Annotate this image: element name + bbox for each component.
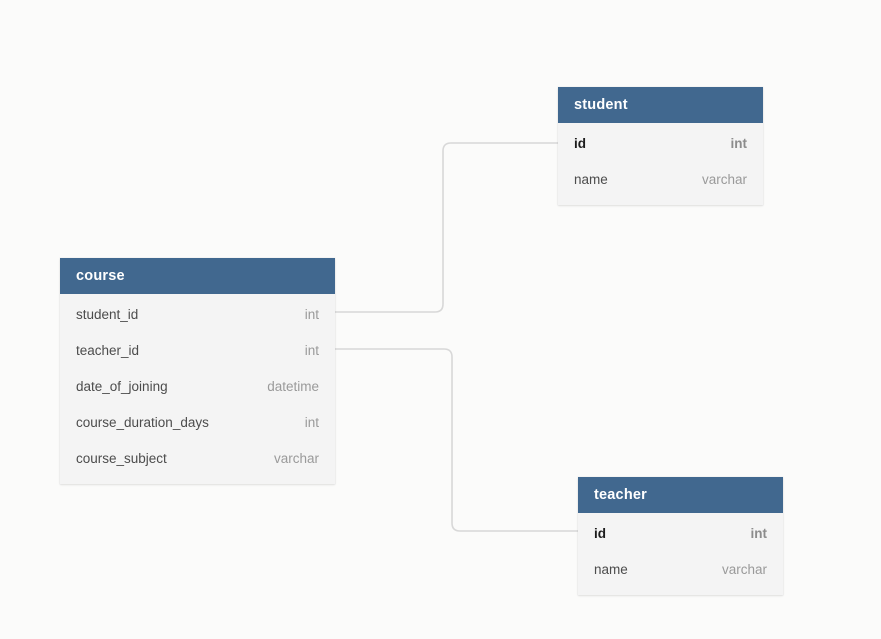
field-type: int bbox=[730, 135, 748, 151]
field-row-course-subject[interactable]: course_subject varchar bbox=[60, 440, 335, 476]
entity-table-student[interactable]: student id int name varchar bbox=[558, 87, 763, 205]
field-type: int bbox=[304, 414, 319, 430]
field-type: varchar bbox=[721, 561, 767, 577]
field-type: int bbox=[304, 306, 319, 322]
relationship-course-teacher bbox=[334, 348, 579, 532]
field-row-student-id[interactable]: student_id int bbox=[60, 296, 335, 332]
field-name: name bbox=[574, 171, 608, 187]
entity-title-text: student bbox=[574, 97, 628, 113]
field-row-id[interactable]: id int bbox=[558, 125, 763, 161]
field-type: int bbox=[304, 342, 319, 358]
field-name: id bbox=[594, 525, 606, 541]
field-row-course-duration-days[interactable]: course_duration_days int bbox=[60, 404, 335, 440]
entity-title-text: course bbox=[76, 268, 125, 284]
field-row-teacher-id[interactable]: teacher_id int bbox=[60, 332, 335, 368]
field-type: varchar bbox=[701, 171, 747, 187]
field-name: date_of_joining bbox=[76, 378, 168, 394]
entity-title-student: student bbox=[558, 87, 763, 123]
field-name: teacher_id bbox=[76, 342, 140, 358]
entity-field-list-student: id int name varchar bbox=[558, 123, 763, 205]
entity-field-list-course: student_id int teacher_id int date_of_jo… bbox=[60, 294, 335, 484]
entity-title-teacher: teacher bbox=[578, 477, 783, 513]
entity-title-text: teacher bbox=[594, 487, 647, 503]
field-row-name[interactable]: name varchar bbox=[558, 161, 763, 197]
field-type: int bbox=[750, 525, 768, 541]
field-name: id bbox=[574, 135, 586, 151]
relationship-course-student bbox=[334, 142, 559, 313]
entity-table-teacher[interactable]: teacher id int name varchar bbox=[578, 477, 783, 595]
field-name: course_duration_days bbox=[76, 414, 209, 430]
field-row-name[interactable]: name varchar bbox=[578, 551, 783, 587]
entity-table-course[interactable]: course student_id int teacher_id int dat… bbox=[60, 258, 335, 484]
field-name: name bbox=[594, 561, 628, 577]
field-name: course_subject bbox=[76, 450, 167, 466]
entity-title-course: course bbox=[60, 258, 335, 294]
field-row-id[interactable]: id int bbox=[578, 515, 783, 551]
entity-field-list-teacher: id int name varchar bbox=[578, 513, 783, 595]
field-row-date-of-joining[interactable]: date_of_joining datetime bbox=[60, 368, 335, 404]
field-type: varchar bbox=[273, 450, 319, 466]
field-type: datetime bbox=[267, 378, 319, 394]
field-name: student_id bbox=[76, 306, 139, 322]
